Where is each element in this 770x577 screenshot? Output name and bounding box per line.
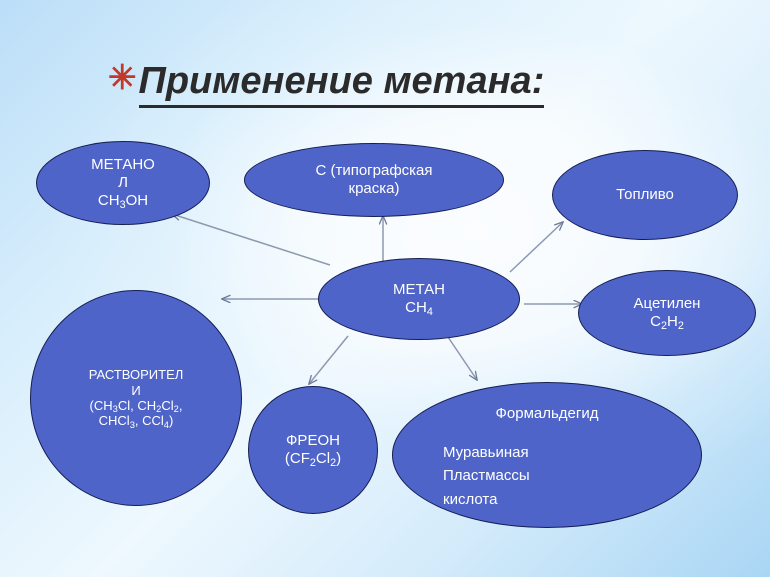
node-solvents-formula1: (CH3Cl, CH2Cl2, [89, 398, 183, 415]
node-acetylene[interactable]: Ацетилен C2H2 [578, 270, 756, 356]
node-methane-center[interactable]: МЕТАН CH4 [318, 258, 520, 340]
node-methanol[interactable]: МЕТАНО Л CH3OH [36, 141, 210, 225]
arrow-methane-to-methanol [172, 214, 331, 266]
node-acetylene-formula: C2H2 [650, 313, 684, 332]
node-freon-line1: ФРЕОН [286, 432, 340, 450]
node-fuel-label: Топливо [616, 186, 674, 204]
node-methanol-line2: Л [118, 174, 128, 192]
node-methane-line1: МЕТАН [392, 281, 445, 299]
node-acetylene-line1: Ацетилен [633, 295, 701, 313]
asterisk-bullet-icon: ✳ [108, 59, 137, 97]
node-formaldehyde-line3: Пластмассы [443, 467, 530, 485]
page-title: ✳ Применение метана: [108, 58, 688, 116]
node-solvents[interactable]: РАСТВОРИТЕЛ И (CH3Cl, CH2Cl2, CHCl3, CCl… [30, 290, 242, 506]
node-methanol-line1: МЕТАНО [91, 156, 155, 174]
arrow-methane-to-fuel [509, 222, 563, 273]
node-solvents-formula2: CHCl3, CCl4) [98, 413, 174, 430]
node-freon-formula: (CF2Cl2) [284, 450, 342, 469]
node-carbon-printing-ink[interactable]: С (типографская краска) [244, 143, 504, 217]
node-solvents-line2: И [131, 382, 141, 398]
node-formaldehyde-substack: Муравьиная Пластмассы кислота [443, 441, 530, 511]
node-carbon-line1: С (типографская [315, 162, 433, 180]
title-text: Применение метана: [138, 58, 545, 108]
node-methanol-formula: CH3OH [97, 191, 149, 211]
arrow-methane-to-freon [309, 335, 349, 384]
node-carbon-line2: краска) [348, 180, 400, 197]
node-methane-formula: CH4 [405, 299, 433, 318]
node-formaldehyde-line4: кислота [443, 490, 498, 508]
node-solvents-line1: РАСТВОРИТЕЛ [88, 367, 184, 383]
arrow-methane-to-formaldehyde [447, 336, 477, 380]
node-freon[interactable]: ФРЕОН (CF2Cl2) [248, 386, 378, 514]
node-formaldehyde-line2: Муравьиная [443, 444, 529, 461]
node-formaldehyde-line1: Формальдегид [495, 405, 599, 422]
node-formaldehyde[interactable]: Формальдегид Муравьиная Пластмассы кисло… [392, 382, 702, 528]
node-fuel[interactable]: Топливо [552, 150, 738, 240]
